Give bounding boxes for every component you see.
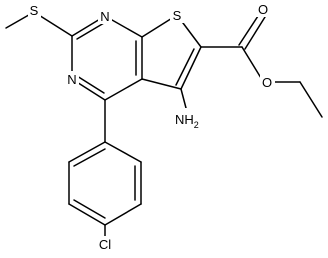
atom-n-left: N [67, 72, 76, 87]
atom-s-thiophene: S [173, 8, 182, 23]
bond-ph6-ph1-inner [73, 148, 106, 167]
bond-c2-n3-inner [76, 22, 105, 40]
amino-subscript: 2 [194, 120, 199, 130]
atom-o-ether: O [262, 75, 272, 90]
amino-nh: NH [175, 112, 194, 127]
bond-ph4-ph5-inner [73, 199, 106, 219]
bond-c5-c4a [141, 78, 182, 90]
bond-c5-nh2 [180, 88, 187, 109]
bond-ccarbonyl-o-double-b [244, 16, 266, 50]
bond-ph3-ph4 [104, 203, 142, 226]
atom-n-top: N [100, 9, 109, 24]
bond-ph4-ph5 [68, 203, 106, 226]
bond-c6-c5 [180, 46, 202, 90]
bond-ccarbonyl-o-double-a [238, 12, 261, 46]
bond-c4-n5-inner [76, 75, 105, 94]
atom-s-methylthio: S [30, 3, 39, 18]
atom-labels: S N N S O O NH2 Cl [28, 2, 275, 253]
bond-c6-c5-inner [175, 48, 195, 86]
atom-chlorine: Cl [99, 237, 111, 252]
bonds [5, 11, 323, 237]
bond-ph6-ph1 [68, 141, 106, 163]
atom-amino: NH2 [175, 112, 199, 130]
bond-ch2-ch3 [299, 81, 323, 118]
atom-o-carbonyl: O [258, 2, 268, 17]
bond-c4a-c4 [104, 78, 143, 101]
bond-ccarbonyl-oether [241, 46, 262, 79]
bond-ph1-ph2 [104, 141, 142, 163]
